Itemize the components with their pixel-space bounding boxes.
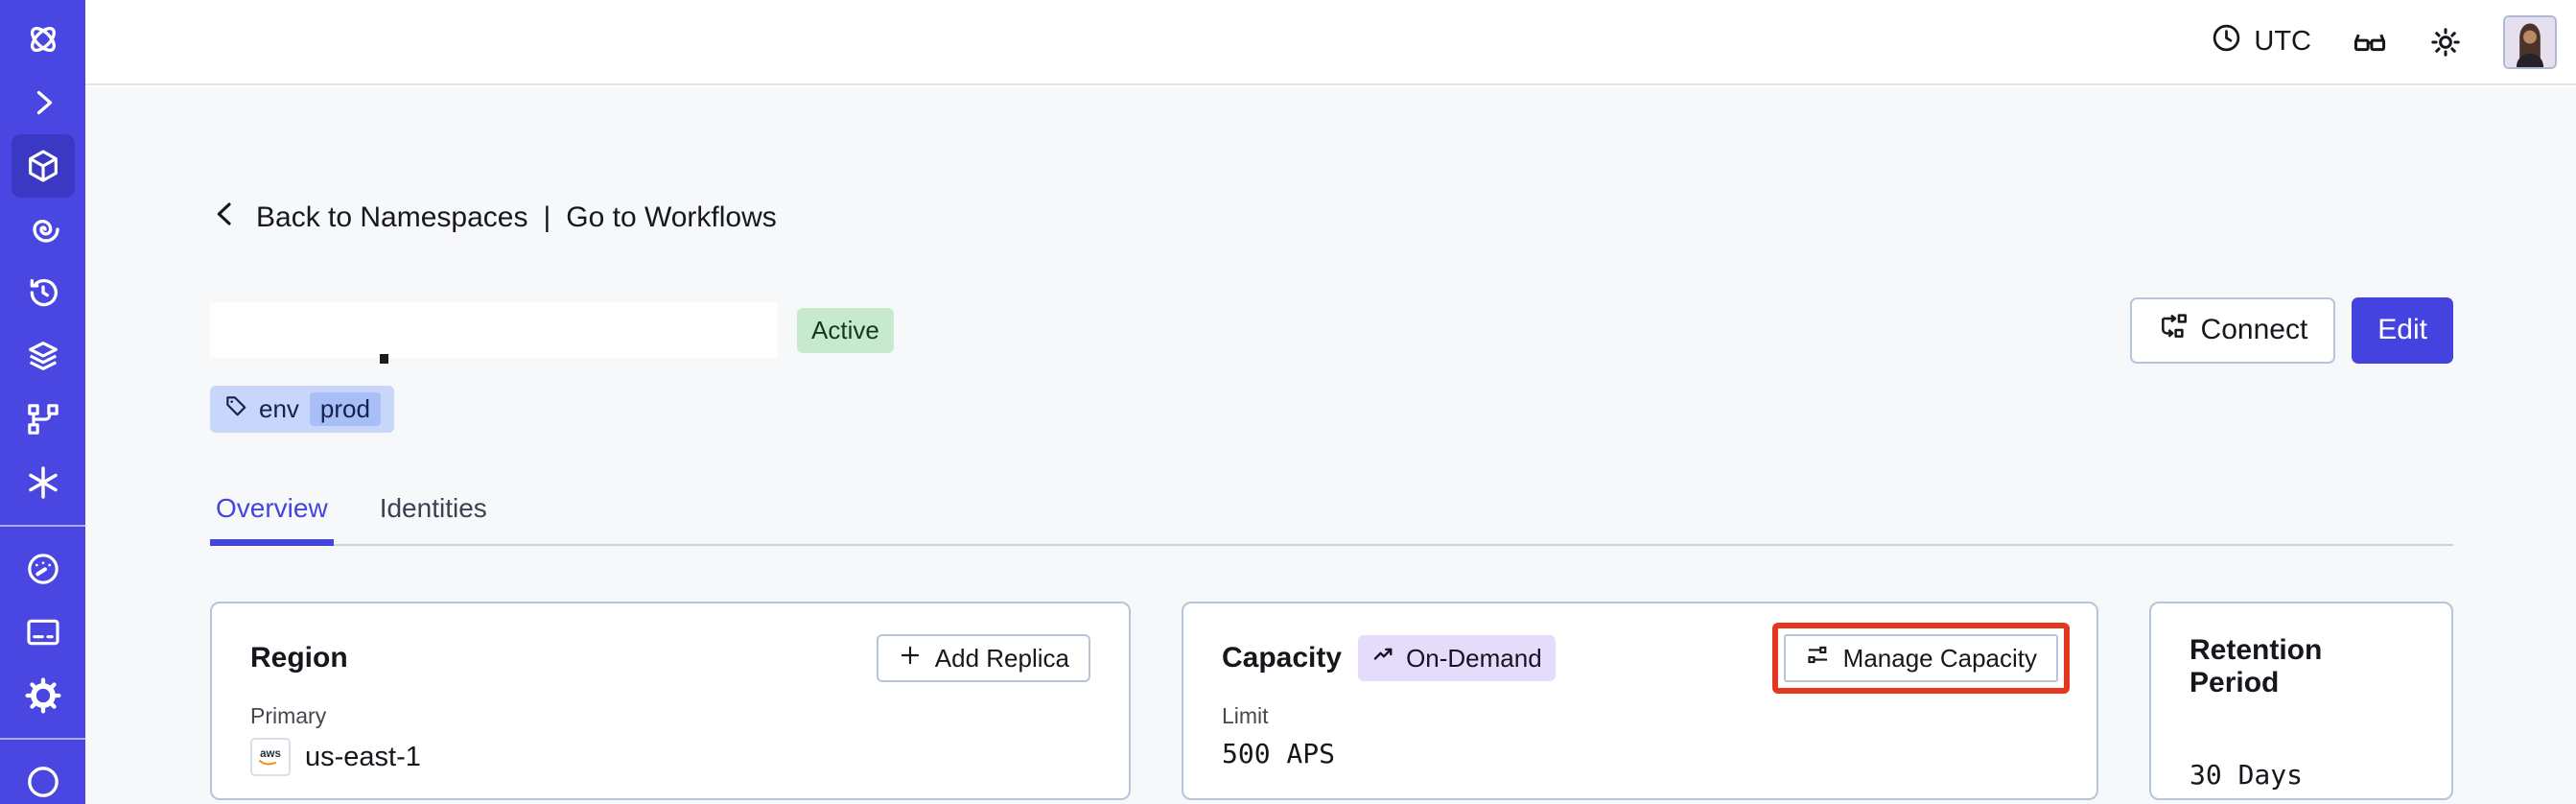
chevron-left-icon[interactable] — [210, 199, 241, 237]
glasses-icon[interactable] — [2352, 24, 2388, 60]
manage-capacity-label: Manage Capacity — [1842, 643, 2037, 673]
cube-icon — [28, 150, 58, 182]
retention-value: 30 Days — [2190, 759, 2304, 791]
retention-card: Retention Period 30 Days — [2149, 602, 2453, 800]
tab-overview[interactable]: Overview — [210, 493, 334, 546]
add-replica-button[interactable]: Add Replica — [876, 634, 1090, 682]
asterisk-icon[interactable] — [0, 451, 85, 514]
connect-workflow-icon — [2158, 311, 2189, 349]
sidebar-nav — [0, 0, 85, 804]
chevron-right-icon[interactable] — [0, 71, 85, 134]
topbar: UTC — [85, 0, 2576, 85]
plus-icon — [898, 643, 923, 674]
timezone-label: UTC — [2254, 26, 2311, 57]
tag-key: env — [259, 394, 299, 423]
clock-icon — [2211, 22, 2242, 61]
region-field-label: Primary — [250, 703, 327, 728]
user-avatar[interactable] — [2503, 14, 2557, 69]
credit-card-icon[interactable] — [0, 601, 85, 664]
tab-bar: Overview Identities — [210, 493, 2453, 546]
aws-provider-icon: aws — [250, 738, 291, 776]
branch-icon[interactable] — [0, 388, 85, 451]
tag-icon — [223, 393, 248, 425]
connect-button-label: Connect — [2200, 314, 2308, 345]
go-to-workflows-link[interactable]: Go to Workflows — [566, 201, 777, 233]
connect-button[interactable]: Connect — [2129, 296, 2336, 364]
namespace-tag[interactable]: env prod — [210, 386, 394, 433]
sidebar-item-namespaces[interactable] — [0, 134, 85, 198]
sliders-icon — [1805, 642, 1831, 674]
target-highlight: Manage Capacity — [1771, 623, 2070, 694]
on-demand-label: On-Demand — [1406, 643, 1542, 673]
capacity-card: Capacity On-Demand — [1182, 602, 2098, 800]
gear-icon[interactable] — [0, 664, 85, 727]
circle-icon[interactable] — [0, 750, 85, 804]
add-replica-label: Add Replica — [934, 643, 1069, 673]
namespace-name-redacted — [210, 302, 777, 364]
gauge-icon[interactable] — [0, 537, 85, 601]
main-content: Back to Namespaces | Go to Workflows Act… — [85, 87, 2576, 804]
capacity-field-label: Limit — [1222, 703, 1269, 728]
temporal-logo-icon[interactable] — [0, 8, 85, 71]
capacity-card-title: Capacity — [1222, 642, 1343, 674]
region-value: us-east-1 — [305, 741, 421, 772]
retention-card-title: Retention Period — [2190, 634, 2323, 698]
manage-capacity-button[interactable]: Manage Capacity — [1783, 634, 2058, 682]
edit-button-label: Edit — [2377, 314, 2427, 345]
sidebar-divider — [0, 738, 85, 740]
capacity-value: 500 APS — [1222, 738, 1336, 769]
breadcrumb-separator: | — [543, 201, 551, 233]
layers-icon[interactable] — [0, 324, 85, 388]
tab-identities[interactable]: Identities — [379, 493, 487, 523]
trending-up-icon — [1371, 642, 1397, 674]
svg-text:aws: aws — [260, 748, 281, 760]
namespace-title-row: Active Connect Edit — [210, 296, 2453, 364]
history-clock-icon[interactable] — [0, 261, 85, 324]
breadcrumb: Back to Namespaces | Go to Workflows — [210, 199, 2453, 237]
back-to-namespaces-link[interactable]: Back to Namespaces — [256, 201, 528, 233]
on-demand-badge: On-Demand — [1358, 635, 1556, 681]
spiral-icon[interactable] — [0, 198, 85, 261]
sidebar-divider — [0, 525, 85, 527]
overview-cards: Region Add Replica Primary aws — [210, 602, 2453, 800]
redaction-artifact — [380, 354, 388, 364]
edit-button[interactable]: Edit — [2352, 296, 2453, 364]
status-badge: Active — [797, 307, 894, 353]
tag-row: env prod — [210, 386, 2453, 433]
region-card-title: Region — [250, 642, 348, 674]
tag-value: prod — [309, 392, 381, 426]
region-card: Region Add Replica Primary aws — [210, 602, 1131, 800]
sun-icon[interactable] — [2428, 25, 2463, 59]
timezone-selector[interactable]: UTC — [2211, 22, 2311, 61]
